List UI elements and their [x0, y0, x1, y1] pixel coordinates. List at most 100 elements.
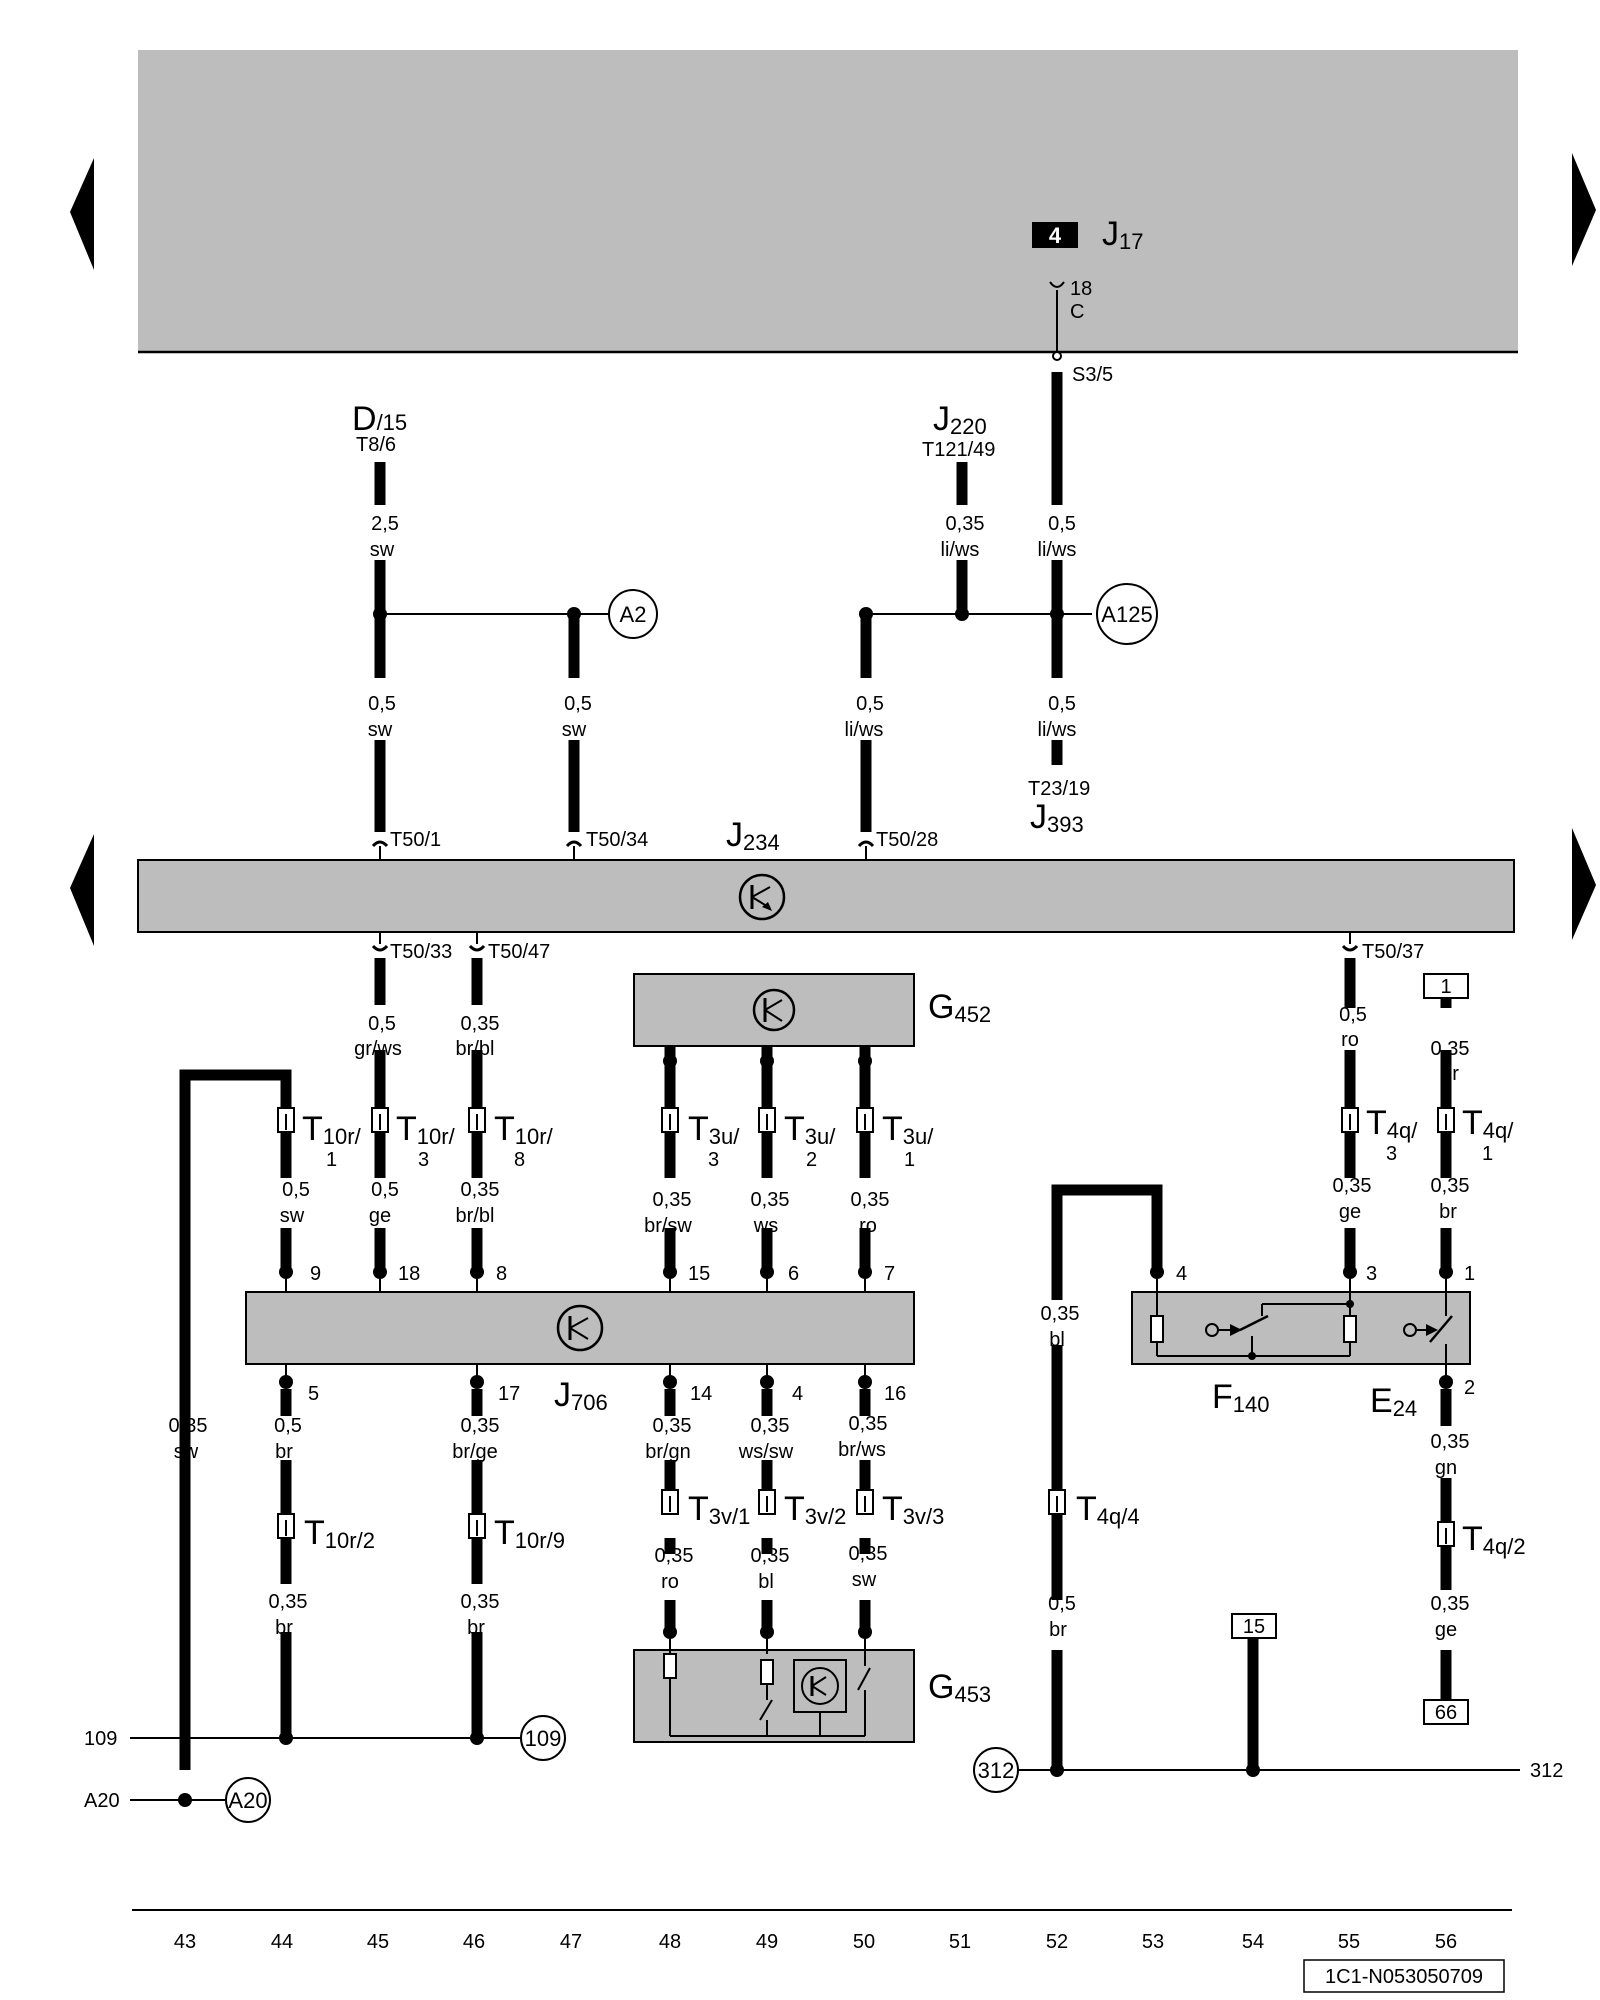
svg-text:T3v/3: T3v/3 — [882, 1490, 944, 1529]
svg-text:1: 1 — [904, 1149, 915, 1171]
svg-text:ge: ge — [1435, 1619, 1457, 1641]
terminal-66: 66 — [1423, 1699, 1469, 1725]
wire-label-55c: 0,35 ge — [1333, 1175, 1372, 1223]
wire-label-47: 0,5sw — [562, 693, 592, 741]
svg-text:sw: sw — [280, 1205, 305, 1227]
svg-text:T4q/2: T4q/2 — [1462, 1520, 1526, 1559]
connector-t10r8: T10r/ 8 — [468, 1107, 554, 1171]
svg-text:0,35: 0,35 — [946, 513, 985, 535]
g452-label: G452 — [928, 988, 991, 1027]
svg-text:0,35: 0,35 — [1431, 1431, 1470, 1453]
svg-text:sw: sw — [562, 719, 587, 741]
svg-text:sw: sw — [370, 539, 395, 561]
f140-pin-3: 3 — [1366, 1263, 1377, 1285]
j706-pin-9: 9 — [310, 1263, 321, 1285]
svg-text:15: 15 — [1243, 1616, 1265, 1638]
connector-t3v1: T3v/1 — [661, 1489, 750, 1529]
j706-pin-4: 4 — [792, 1383, 803, 1405]
svg-text:0,35: 0,35 — [169, 1415, 208, 1437]
svg-text:1: 1 — [1440, 976, 1451, 998]
svg-text:0,35: 0,35 — [653, 1189, 692, 1211]
wire-label-52e: 0,5br — [1048, 1593, 1076, 1641]
svg-text:gr/ws: gr/ws — [354, 1038, 402, 1060]
f140-label: F140 — [1212, 1378, 1270, 1417]
connector-t10r2: T10r/2 — [277, 1513, 375, 1553]
j393-connector: T23/19 — [1028, 778, 1090, 800]
svg-text:ge: ge — [1339, 1201, 1361, 1223]
wire-label-44d: 0,5br — [274, 1415, 302, 1463]
svg-text:0,35: 0,35 — [751, 1415, 790, 1437]
svg-text:bl: bl — [1049, 1329, 1065, 1351]
column-45: 45 — [367, 1931, 389, 1953]
svg-text:0,35: 0,35 — [1333, 1175, 1372, 1197]
connector-t3v2: T3v/2 — [758, 1489, 846, 1529]
j706-pin-18: 18 — [398, 1263, 420, 1285]
prev-page-arrow-mid[interactable] — [70, 834, 94, 946]
svg-text:0,5: 0,5 — [1048, 513, 1076, 535]
connector-t4q4: T4q/4 — [1048, 1489, 1140, 1529]
svg-text:0,35: 0,35 — [461, 1013, 500, 1035]
terminal-1: 1 — [1423, 973, 1469, 999]
svg-text:8: 8 — [514, 1149, 525, 1171]
j17-pin-letter: C — [1070, 301, 1084, 323]
g453-label: G453 — [928, 1668, 991, 1707]
j706-pin-14: 14 — [690, 1383, 712, 1405]
svg-text:ro: ro — [1341, 1029, 1359, 1051]
svg-text:br: br — [467, 1617, 485, 1639]
connector-t3u3: T3u/ 3 — [661, 1107, 740, 1171]
column-46: 46 — [463, 1931, 485, 1953]
splice-a20: A20 — [225, 1777, 271, 1823]
svg-text:br/sw: br/sw — [644, 1215, 692, 1237]
svg-text:br/ws: br/ws — [838, 1439, 886, 1461]
pin-badge — [1032, 222, 1078, 248]
svg-text:0,35: 0,35 — [849, 1413, 888, 1435]
connector-t4q1: T4q/ 1 — [1437, 1104, 1514, 1165]
wire-label-56e: 0,35 ge — [1431, 1593, 1470, 1641]
terminal-15: 15 — [1231, 1613, 1277, 1639]
control-unit-box-j234 — [137, 859, 1515, 933]
column-51: 51 — [949, 1931, 971, 1953]
prev-page-arrow-top[interactable] — [70, 158, 94, 270]
svg-text:2: 2 — [806, 1149, 817, 1171]
wire-label-s35: 0,5li/ws — [1038, 513, 1077, 561]
svg-text:ro: ro — [661, 1571, 679, 1593]
svg-text:br: br — [1441, 1063, 1459, 1085]
svg-text:br/bl: br/bl — [456, 1205, 495, 1227]
svg-text:br: br — [1439, 1201, 1457, 1223]
svg-text:A20: A20 — [228, 1788, 267, 1813]
connector-t4q2: T4q/2 — [1437, 1520, 1526, 1559]
svg-text:0,35: 0,35 — [1431, 1593, 1470, 1615]
svg-text:T10r/2: T10r/2 — [304, 1514, 375, 1553]
svg-text:T4q/4: T4q/4 — [1076, 1490, 1140, 1529]
wire-label-45c: 0,5ge — [369, 1179, 399, 1227]
svg-text:br: br — [275, 1441, 293, 1463]
svg-text:gn: gn — [1435, 1457, 1457, 1479]
column-53: 53 — [1142, 1931, 1164, 1953]
next-page-arrow-top[interactable] — [1572, 153, 1596, 266]
d15-label: D/15 — [352, 400, 407, 438]
column-49: 49 — [756, 1931, 778, 1953]
connector-t10r9: T10r/9 — [468, 1513, 565, 1553]
svg-text:br: br — [1049, 1619, 1067, 1641]
svg-text:A125: A125 — [1101, 602, 1152, 627]
next-page-arrow-mid[interactable] — [1572, 828, 1596, 940]
svg-text:T10r/: T10r/ — [302, 1110, 362, 1149]
svg-text:0,35: 0,35 — [461, 1591, 500, 1613]
edge-ref-a20: A20 — [84, 1790, 120, 1812]
e24-pin-2: 2 — [1464, 1377, 1475, 1399]
wire-label-52a: 0,5li/ws — [1038, 693, 1077, 741]
svg-text:T10r/9: T10r/9 — [494, 1514, 565, 1553]
connector-t3u2: T3u/ 2 — [758, 1107, 836, 1171]
svg-text:T3u/: T3u/ — [784, 1110, 836, 1149]
svg-text:T3v/2: T3v/2 — [784, 1490, 846, 1529]
splice-109: 109 — [520, 1715, 566, 1761]
svg-text:3: 3 — [1386, 1143, 1397, 1165]
